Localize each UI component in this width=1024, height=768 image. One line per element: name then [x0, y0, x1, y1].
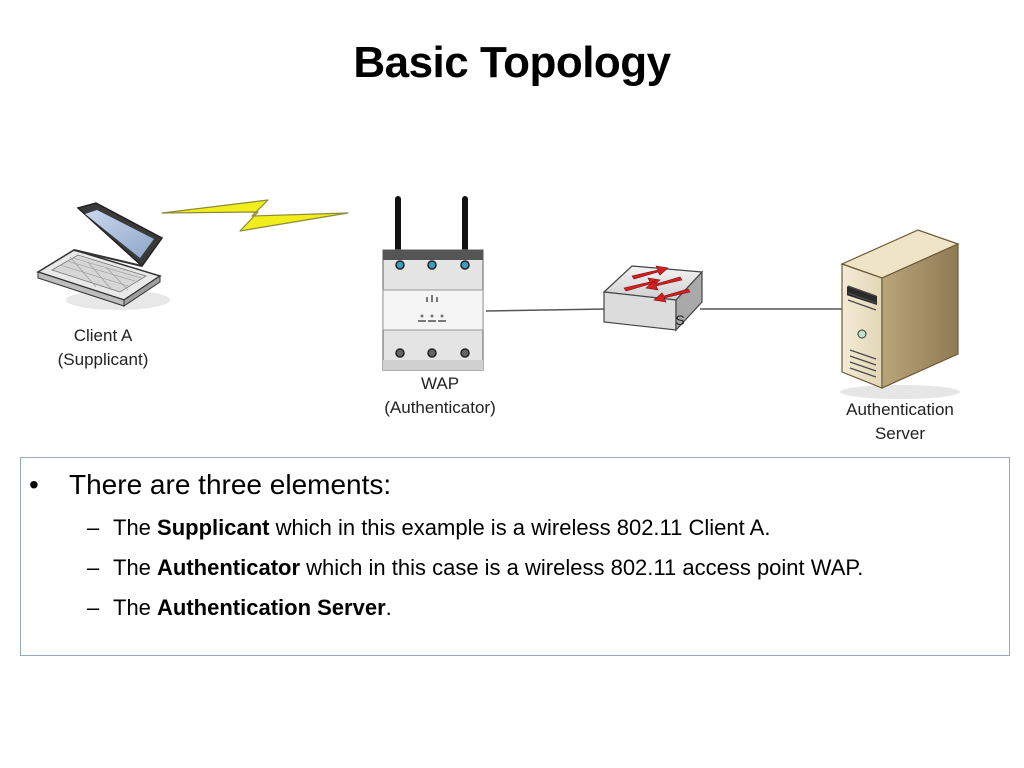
switch-letter: S [675, 312, 684, 328]
dash-marker: – [87, 515, 100, 540]
heading-text: There are three elements: [69, 469, 392, 500]
sub-item-authenticator: –The Authenticator which in this case is… [87, 554, 863, 582]
item-bold: Authenticator [157, 555, 301, 580]
access-point-icon [382, 196, 484, 371]
dash-marker: – [87, 555, 100, 580]
server-label-line1: Authentication [846, 400, 954, 419]
wap-label-line1: WAP [420, 374, 460, 393]
item-pre: The [113, 555, 158, 580]
item-post: which in this example is a wireless 802.… [269, 515, 771, 540]
content-box: •There are three elements: –The Supplica… [20, 457, 1010, 656]
wired-links [485, 308, 842, 312]
bullet-heading: • There are three elements: [29, 468, 391, 502]
item-post: . [385, 595, 392, 620]
client-label-line1: Client A [73, 326, 133, 345]
item-bold: Authentication Server [157, 595, 386, 620]
dash-marker: – [87, 595, 100, 620]
item-pre: The [113, 595, 158, 620]
wap-label-line2: (Authenticator) [384, 398, 496, 417]
link-wap-switch [485, 308, 607, 312]
switch-icon: S [602, 265, 704, 332]
topology-diagram: S [36, 196, 960, 399]
client-label: Client A (Supplicant) [38, 324, 168, 372]
sub-item-auth-server: –The Authentication Server. [87, 594, 392, 622]
server-label: Authentication Server [820, 398, 980, 446]
item-pre: The [113, 515, 158, 540]
slide-title: Basic Topology [353, 38, 671, 87]
wap-label: WAP (Authenticator) [360, 372, 520, 420]
client-label-line2: (Supplicant) [57, 350, 149, 369]
item-bold: Supplicant [157, 515, 270, 540]
server-icon [840, 229, 960, 399]
server-label-line2: Server [874, 424, 926, 443]
bullet-marker: • [29, 469, 39, 500]
lightning-bolt-icon [161, 199, 349, 232]
laptop-icon [36, 202, 170, 310]
item-post: which in this case is a wireless 802.11 … [300, 555, 864, 580]
sub-item-supplicant: –The Supplicant which in this example is… [87, 514, 770, 542]
